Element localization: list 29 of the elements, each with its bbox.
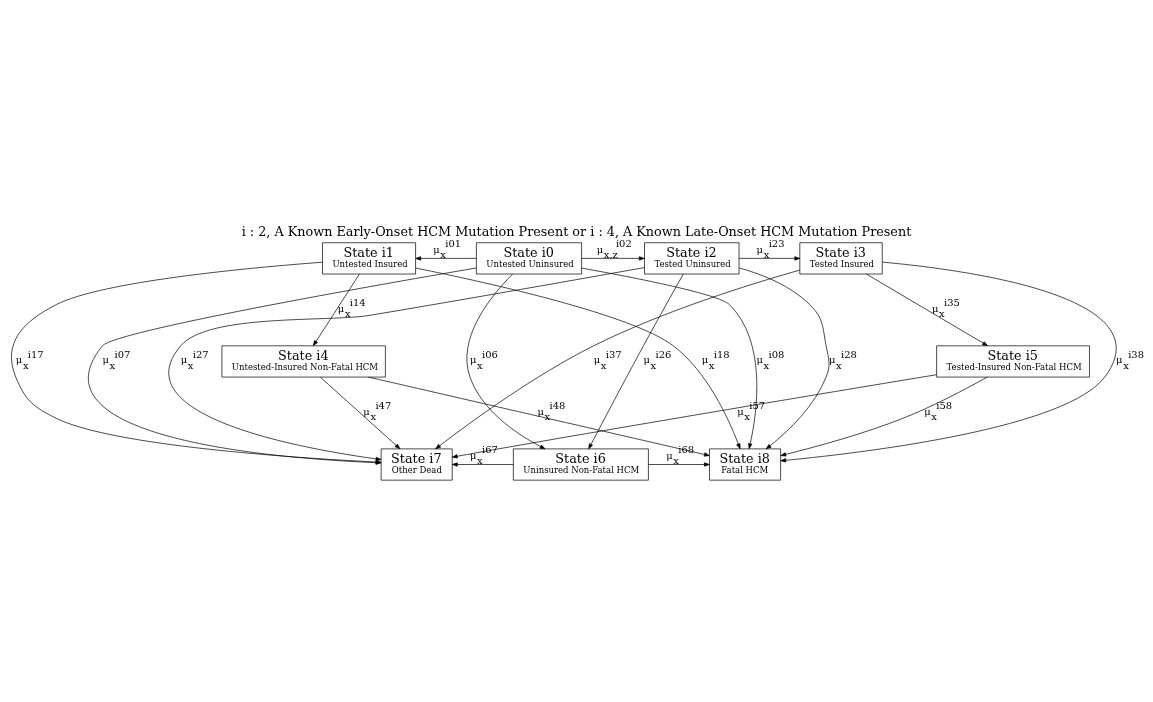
arrow [581, 267, 758, 449]
arrow [588, 273, 684, 449]
node-box: State i3 Tested Insured [799, 241, 883, 274]
arrow [415, 267, 741, 449]
arrow [738, 267, 830, 449]
node-box: State i0 Untested Uninsured [476, 241, 582, 274]
arrow [451, 373, 937, 458]
node-box: State i5 Tested-Insured Non-Fatal HCM [936, 344, 1090, 377]
arrow [368, 376, 710, 456]
arrow [780, 261, 1116, 462]
diagram-title: i : 2, A Known Early-Onset HCM Mutation Present or i : 4, A Known Late-Onset HCM Mutation Present [241, 223, 912, 239]
arrow [415, 255, 477, 260]
node-box: State i8 Fatal HCM [709, 448, 781, 480]
arrow [866, 273, 988, 346]
node-box: State i6 Uninsured Non-Fatal HCM [513, 448, 649, 480]
node-box: State i4 Untested-Insured Non-Fatal HCM [221, 344, 386, 377]
arrow [738, 255, 801, 260]
arrow [581, 255, 645, 260]
arrow [466, 273, 546, 449]
node-box: State i7 Other Dead [380, 448, 453, 480]
arrow [451, 461, 514, 467]
arrow [648, 461, 710, 467]
node-box: State i1 Untested Insured [322, 241, 416, 274]
arrow [780, 376, 988, 456]
arrow [168, 266, 645, 461]
node-box: State i2 Tested Uninsured [644, 241, 740, 274]
arrow [313, 273, 360, 346]
arrow [320, 376, 401, 449]
arrow [435, 269, 801, 449]
